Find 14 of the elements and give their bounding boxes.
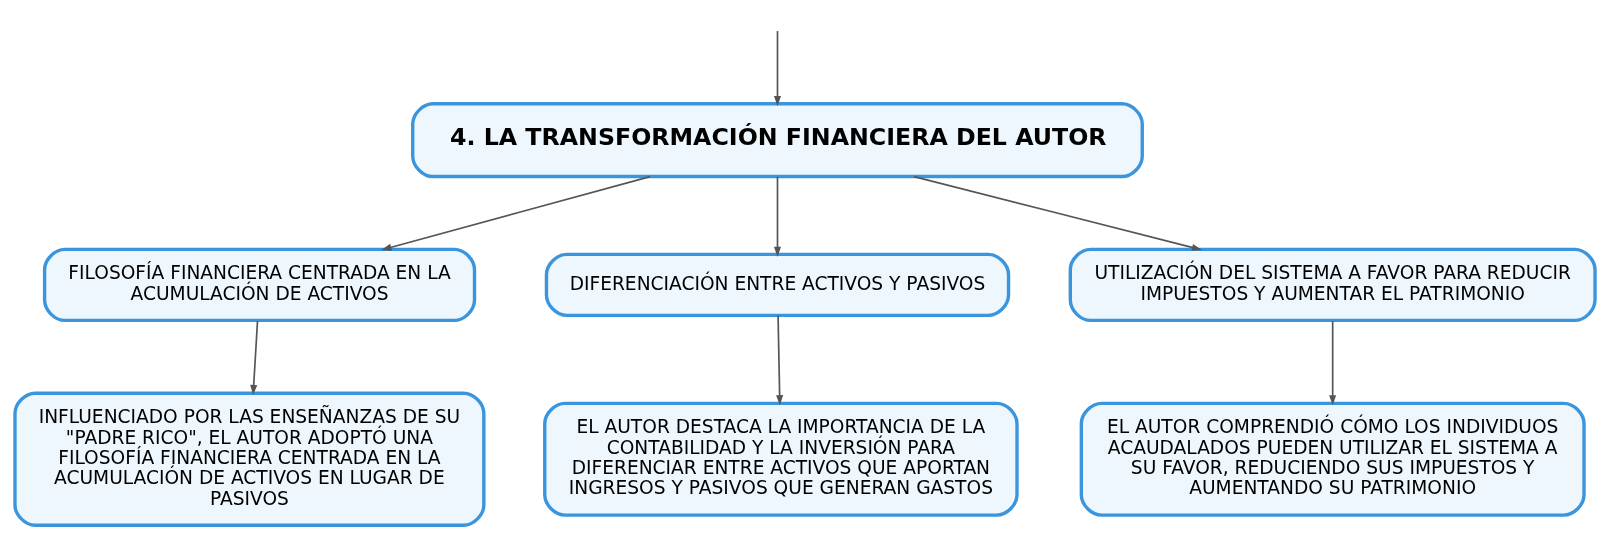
arrow bbox=[250, 320, 259, 396]
node-box: INFLUENCIADO POR LAS ENSEÑANZAS DE SU "PADRE RICO", EL AUTOR ADOPTÓ UNA FILOSOFÍA FINANCIERA CENTRADA EN LA ACUMULACIÓN DE ACTIVOS EN LUGAR DE PASIVOS bbox=[13, 391, 486, 527]
arrow bbox=[913, 175, 1203, 251]
arrow bbox=[773, 30, 782, 107]
node-box: DIFERENCIACIÓN ENTRE ACTIVOS Y PASIVOS bbox=[544, 252, 1011, 318]
node-box: EL AUTOR DESTACA LA IMPORTANCIA DE LA CONTABILIDAD Y LA INVERSIÓN PARA DIFERENCIAR ENTRE ACTIVOS QUE APORTAN INGRESOS Y PASIVOS QUE GENERAN GASTOS bbox=[543, 401, 1019, 517]
node-box: FILOSOFÍA FINANCIERA CENTRADA EN LA ACUMULACIÓN DE ACTIVOS bbox=[42, 247, 477, 323]
node-box: 4. LA TRANSFORMACIÓN FINANCIERA DEL AUTOR bbox=[411, 102, 1144, 179]
node-box: UTILIZACIÓN DEL SISTEMA A FAVOR PARA REDUCIR IMPUESTOS Y AUMENTAR EL PATRIMONIO bbox=[1068, 247, 1597, 323]
arrow bbox=[381, 175, 651, 251]
arrow bbox=[776, 314, 784, 406]
arrow bbox=[773, 175, 782, 257]
node-box: EL AUTOR COMPRENDIÓ CÓMO LOS INDIVIDUOS ACAUDALADOS PUEDEN UTILIZAR EL SISTEMA A SU FAVOR, REDUCIENDO SUS IMPUESTOS Y AUMENTANDO SU PATRIMONIO bbox=[1079, 401, 1586, 517]
arrow bbox=[1329, 320, 1337, 406]
